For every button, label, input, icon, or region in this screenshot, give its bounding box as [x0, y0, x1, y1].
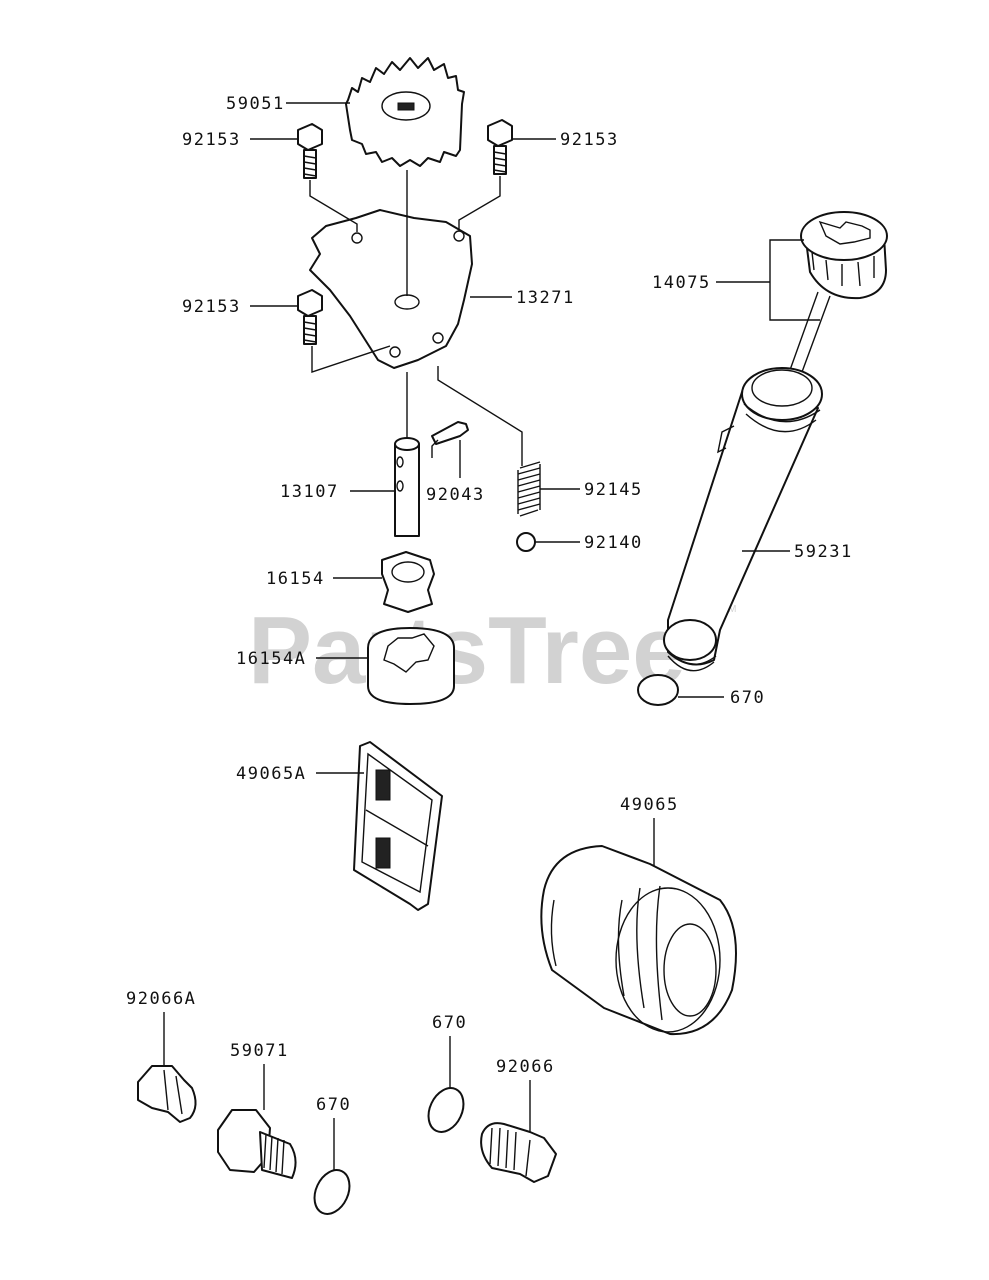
label-92066: 92066 — [496, 1057, 555, 1077]
label-13271: 13271 — [516, 288, 575, 308]
watermark-text: PartsTree — [248, 597, 686, 704]
label-670-left: 670 — [316, 1095, 351, 1115]
drain-plug-part-92066[interactable] — [480, 1122, 557, 1183]
bolt-part-92153-lower[interactable] — [297, 289, 323, 345]
label-16154: 16154 — [266, 569, 325, 589]
label-92153-right: 92153 — [560, 130, 619, 150]
bolt-part-92153-left[interactable] — [297, 123, 323, 179]
part-labels: 59051 92153 92153 92153 13271 14075 1310… — [126, 94, 853, 1115]
label-670-upper: 670 — [730, 688, 765, 708]
gear-part-59051[interactable] — [345, 57, 465, 167]
label-92043: 92043 — [426, 485, 485, 505]
label-14075: 14075 — [652, 273, 711, 293]
rotor-part-16154[interactable] — [381, 551, 435, 613]
strainer-part-49065A[interactable] — [353, 741, 443, 911]
oil-cap-part-14075[interactable] — [789, 211, 888, 373]
bolt-part-92153-right[interactable] — [487, 119, 513, 175]
leader-lines — [163, 102, 820, 1170]
fitting-part-59071[interactable] — [217, 1109, 297, 1179]
o-ring-part-670-upper[interactable] — [637, 674, 679, 706]
label-59051: 59051 — [226, 94, 285, 114]
label-92145: 92145 — [584, 480, 643, 500]
label-670-right: 670 — [432, 1013, 467, 1033]
tube-part-59231[interactable] — [663, 367, 823, 672]
drain-plug-part-92066A[interactable] — [137, 1065, 197, 1123]
o-ring-part-670-right[interactable] — [422, 1082, 470, 1137]
label-92140: 92140 — [584, 533, 643, 553]
label-13107: 13107 — [280, 482, 339, 502]
label-49065: 49065 — [620, 795, 679, 815]
label-59071: 59071 — [230, 1041, 289, 1061]
label-49065A: 49065A — [236, 764, 306, 784]
pin-part-13107[interactable] — [394, 437, 420, 537]
rotor-part-16154A[interactable] — [367, 627, 455, 705]
label-92153-left: 92153 — [182, 130, 241, 150]
pin-part-92043[interactable] — [431, 421, 469, 445]
label-16154A: 16154A — [236, 649, 306, 669]
plate-part-13271[interactable] — [309, 209, 473, 369]
label-92066A: 92066A — [126, 989, 196, 1009]
ball-part-92140[interactable] — [516, 532, 536, 552]
label-92153-lower: 92153 — [182, 297, 241, 317]
oil-filter-part-49065[interactable] — [540, 845, 737, 1036]
spring-part-92145[interactable] — [517, 461, 541, 517]
label-59231: 59231 — [794, 542, 853, 562]
o-ring-part-670-left[interactable] — [308, 1164, 356, 1219]
